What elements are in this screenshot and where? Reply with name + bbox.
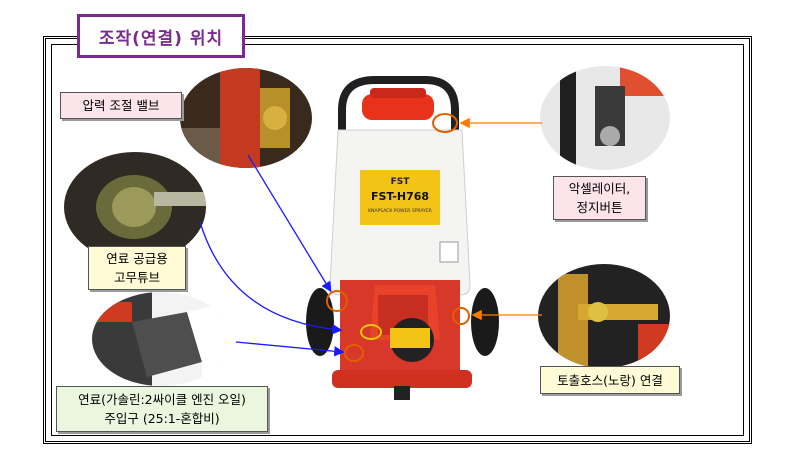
outer-frame	[43, 36, 752, 444]
accelerator-mark	[432, 113, 458, 133]
valve-mark	[326, 290, 348, 312]
product-subtitle: KNAPSACK POWER SPRAYER	[368, 208, 432, 214]
fuel-tube-photo	[64, 152, 206, 262]
fuel-tube-label: 연료 공급용 고무튜브	[88, 246, 186, 290]
model-label: FST-H768	[371, 190, 429, 203]
accelerator-label: 악셀레이터, 정지버튼	[553, 176, 646, 220]
page-title: 조작(연결) 위치	[77, 14, 245, 58]
sprayer-image: FST FST-H768 KNAPSACK POWER SPRAYER	[300, 70, 500, 405]
pressure-valve-photo	[180, 68, 312, 168]
inner-frame	[51, 44, 744, 436]
fuel-inlet-label: 연료(가솔린:2싸이클 엔진 오일) 주입구 (25:1-혼합비)	[56, 386, 268, 432]
brand-label: FST	[391, 177, 411, 187]
tube-mark	[360, 324, 382, 340]
discharge-photo	[538, 264, 670, 368]
pressure-valve-label: 압력 조절 밸브	[60, 92, 182, 119]
discharge-mark	[452, 307, 470, 325]
discharge-label: 토출호스(노랑) 연결	[540, 366, 680, 394]
inlet-mark	[344, 344, 364, 362]
